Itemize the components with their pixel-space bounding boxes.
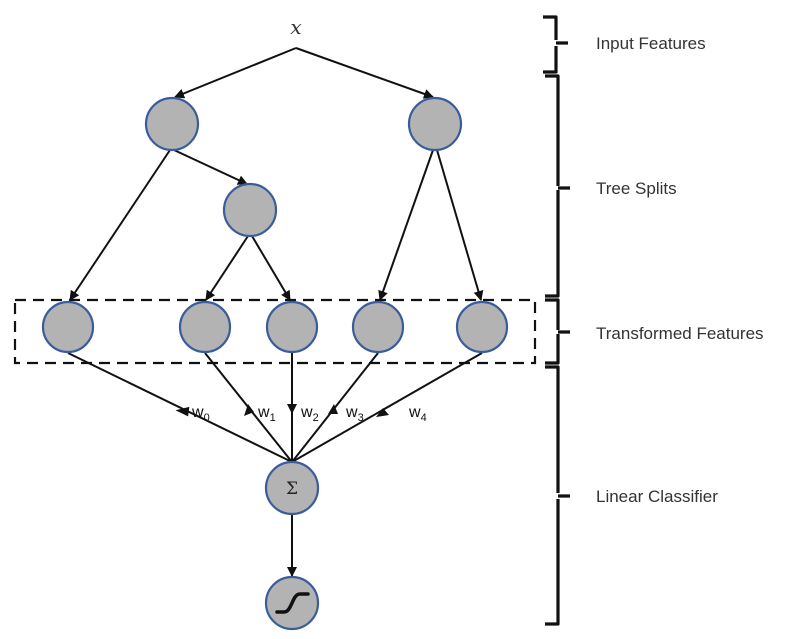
split-nodes xyxy=(144,96,463,238)
layer-braces xyxy=(543,15,570,626)
edge-x-to-split-right xyxy=(295,47,434,99)
arrow-w3 xyxy=(328,404,338,414)
arrow-w1 xyxy=(244,404,254,416)
weight-label-0: w0 xyxy=(191,404,210,424)
edge-splitA-splitC xyxy=(173,149,248,185)
input-edges xyxy=(174,47,434,99)
edge-splitB-leaf4 xyxy=(436,149,484,301)
brace-transformed-features xyxy=(545,298,570,365)
edge-x-to-split-left xyxy=(174,47,297,99)
arrow-w4 xyxy=(376,408,389,417)
edge-splitB-leaf3 xyxy=(378,149,434,301)
leaf-node-4 xyxy=(455,300,509,354)
weighted-edges xyxy=(67,352,483,463)
brace-tree-splits xyxy=(545,74,570,298)
arrow-w2 xyxy=(287,404,297,414)
sum-symbol: Σ xyxy=(286,479,298,499)
layer-label-transformed-features: Transformed Features xyxy=(596,324,764,343)
edge-leaf0-sum xyxy=(67,352,293,463)
leaf-node-2 xyxy=(265,300,319,354)
layer-label-input-features: Input Features xyxy=(596,34,706,53)
split-node-b xyxy=(407,96,463,152)
leaf-node-1 xyxy=(178,300,232,354)
transformed-features-box xyxy=(13,298,537,365)
weight-label-2: w2 xyxy=(300,404,319,424)
leaf-node-0 xyxy=(41,300,95,354)
sigmoid-curve-icon xyxy=(275,592,310,614)
input-x-label: x xyxy=(290,15,301,39)
layer-label-tree-splits: Tree Splits xyxy=(596,179,677,198)
brace-input-features xyxy=(543,15,568,74)
edge-splitC-leaf2 xyxy=(251,235,291,301)
edge-splitC-leaf1 xyxy=(205,235,249,301)
weight-label-3: w3 xyxy=(345,404,364,424)
split-node-c xyxy=(222,182,278,238)
sum-node xyxy=(264,460,320,516)
weight-label-4: w4 xyxy=(408,404,427,424)
arrow-w0 xyxy=(175,406,190,417)
edge-leaf4-sum xyxy=(291,352,483,463)
edge-splitA-leaf0 xyxy=(69,149,171,301)
leaf-node-3 xyxy=(351,300,405,354)
tree-edges xyxy=(69,149,484,301)
split-node-a xyxy=(144,96,200,152)
leaf-nodes xyxy=(41,300,509,354)
weight-label-1: w1 xyxy=(257,404,276,424)
layer-label-linear-classifier: Linear Classifier xyxy=(596,487,718,506)
brace-linear-classifier xyxy=(545,365,570,626)
weight-labels: w0 w1 w2 w3 w4 xyxy=(191,404,427,424)
